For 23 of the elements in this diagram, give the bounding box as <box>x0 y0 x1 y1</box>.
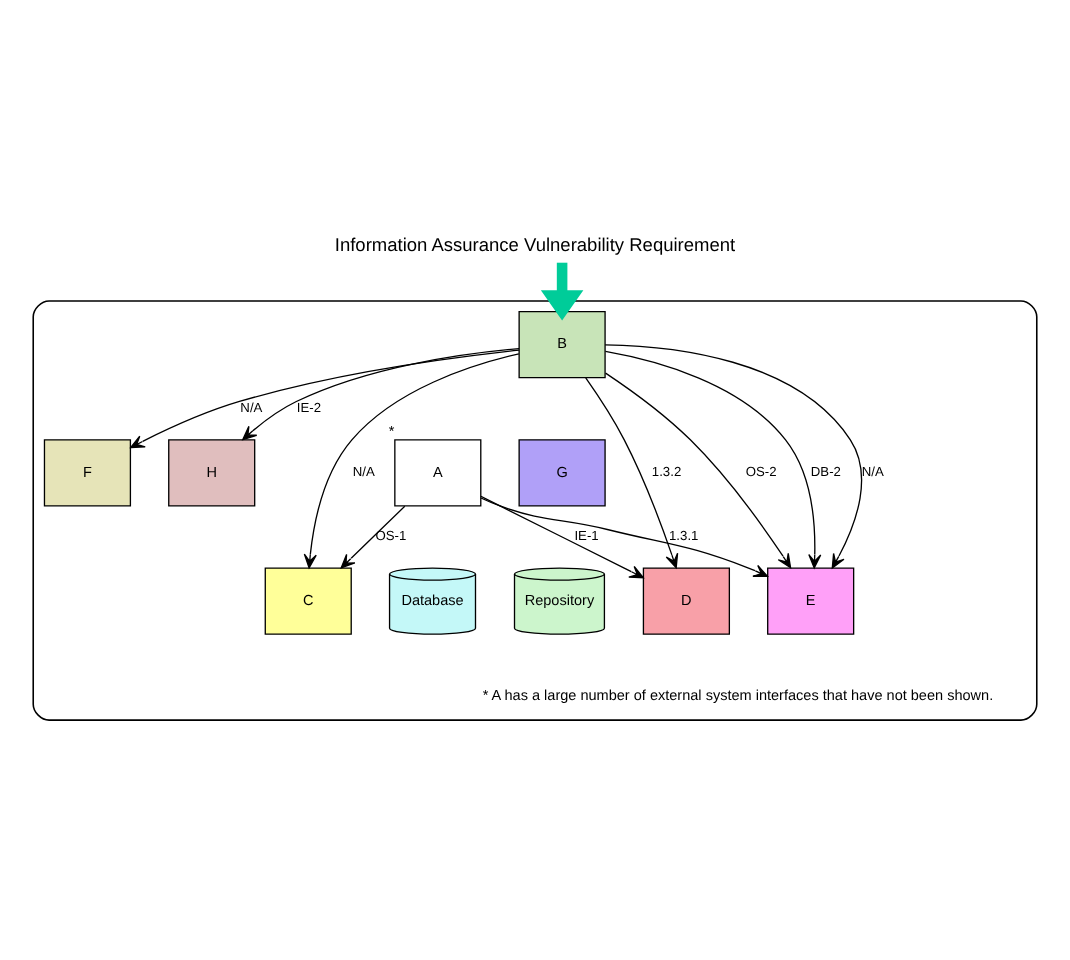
node-box: C <box>264 566 352 634</box>
arrow <box>480 496 769 576</box>
node-box: F <box>43 438 132 506</box>
arrow <box>480 494 644 578</box>
node-box: D <box>642 566 730 634</box>
node-box: B <box>518 309 606 378</box>
arrow <box>303 352 520 568</box>
node-label: * <box>388 420 395 439</box>
arrow <box>242 346 520 440</box>
diagram-title: Information Assurance Vulnerability Requirement <box>334 234 736 255</box>
label: * A has a large number of external system interfaces that have not been shown. <box>482 685 994 704</box>
arrow <box>585 376 679 568</box>
node-box: E <box>767 566 855 634</box>
node-box: H <box>168 438 256 506</box>
node-box: A <box>394 438 482 506</box>
arrow <box>130 348 520 448</box>
arrow <box>540 261 584 320</box>
arrow <box>604 371 792 568</box>
arrow <box>340 504 406 568</box>
arrow <box>604 349 822 568</box>
node-box: G <box>518 438 606 506</box>
cluster <box>32 299 1038 720</box>
arrow <box>604 343 863 568</box>
